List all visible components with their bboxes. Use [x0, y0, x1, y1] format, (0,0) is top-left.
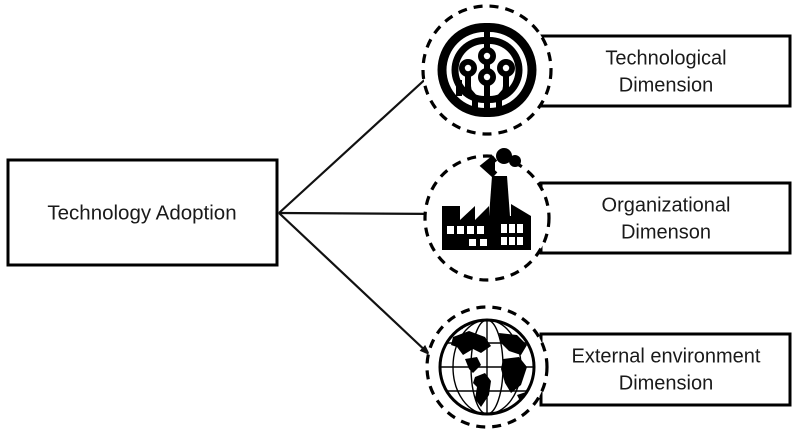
label-organizational-line1: Organizational [602, 194, 731, 216]
technology-adoption-box [6, 158, 279, 267]
branch-technological: Technological Dimension [421, 4, 727, 136]
label-organizational-line2: Dimenson [621, 221, 711, 243]
factory-icon [442, 148, 531, 250]
label-box-external-environment [539, 332, 792, 407]
label-technological-line2: Dimension [619, 74, 713, 96]
branch-organizational: Organizational Dimenson [423, 148, 731, 282]
globe-icon [438, 318, 536, 416]
label-external-environment-line2: Dimension [619, 372, 713, 394]
arrow-to-external-environment [278, 212, 431, 356]
technology-adoption-label: Technology Adoption [47, 201, 236, 224]
label-technological-line1: Technological [605, 47, 726, 69]
circuit-technology-icon [437, 23, 537, 117]
branch-external-environment: External environment Dimension [425, 305, 761, 429]
label-box-organizational [539, 181, 792, 255]
arrow-to-organizational [278, 209, 448, 218]
label-external-environment-line1: External environment [572, 345, 761, 367]
arrow-to-technological [278, 62, 444, 214]
